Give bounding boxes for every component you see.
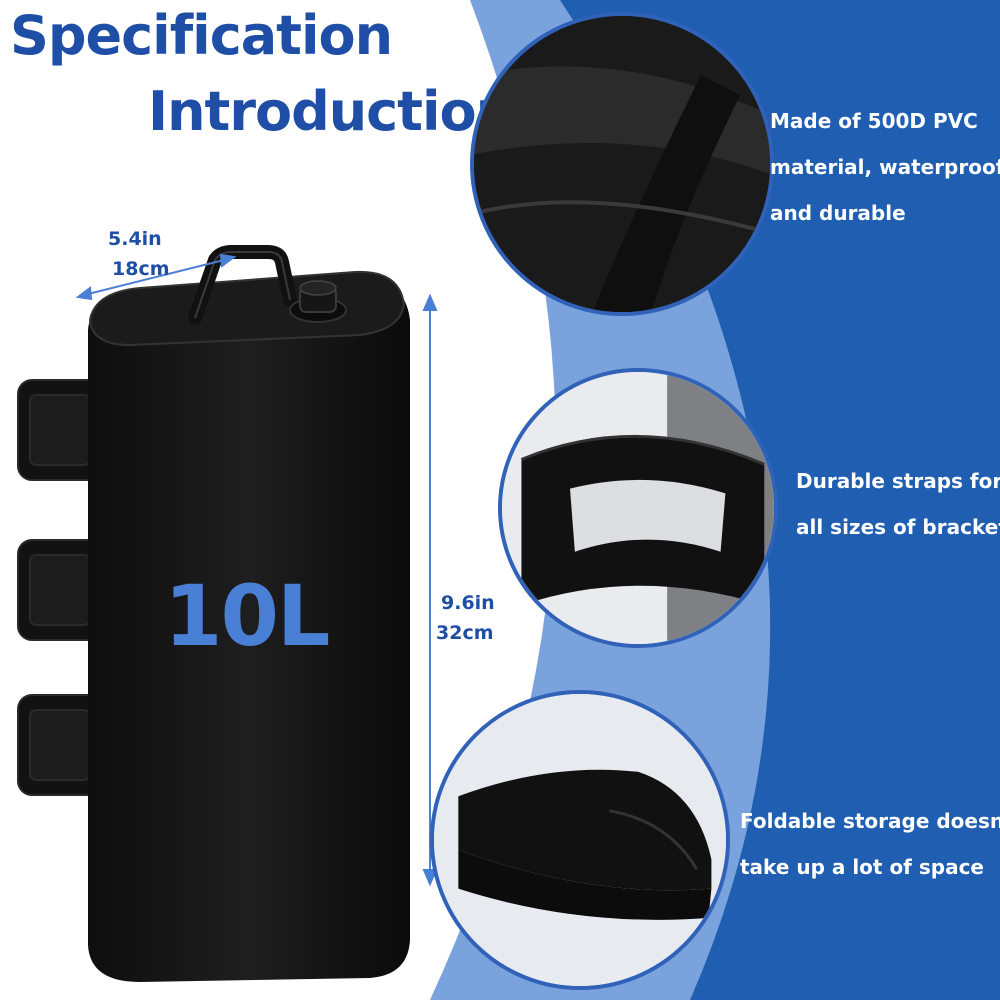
feature-line: and durable	[770, 201, 906, 225]
feature-line: Durable straps for	[796, 469, 1000, 493]
feature-line: take up a lot of space	[740, 855, 984, 879]
feature-straps-text: Durable straps for all sizes of brackets	[796, 458, 1000, 550]
height-inches-label: 9.6in	[441, 592, 495, 614]
feature-line: all sizes of brackets	[796, 515, 1000, 539]
folded-bag-image	[430, 690, 730, 990]
strap-closeup-image	[498, 368, 778, 648]
volume-label: 10L	[164, 567, 330, 665]
width-inches-label: 5.4in	[108, 228, 162, 250]
feature-line: Foldable storage doesn't	[740, 809, 1000, 833]
feature-line: Made of 500D PVC	[770, 109, 978, 133]
page-title-line-1: Specification	[10, 4, 393, 67]
width-cm-label: 18cm	[112, 258, 170, 280]
feature-material-text: Made of 500D PVC material, waterproof an…	[770, 98, 1000, 236]
page-title-line-2: Introduction	[148, 80, 514, 143]
height-cm-label: 32cm	[436, 622, 494, 644]
feature-line: material, waterproof	[770, 155, 1000, 179]
feature-storage-text: Foldable storage doesn't take up a lot o…	[740, 798, 1000, 890]
fabric-closeup-image	[470, 12, 774, 316]
